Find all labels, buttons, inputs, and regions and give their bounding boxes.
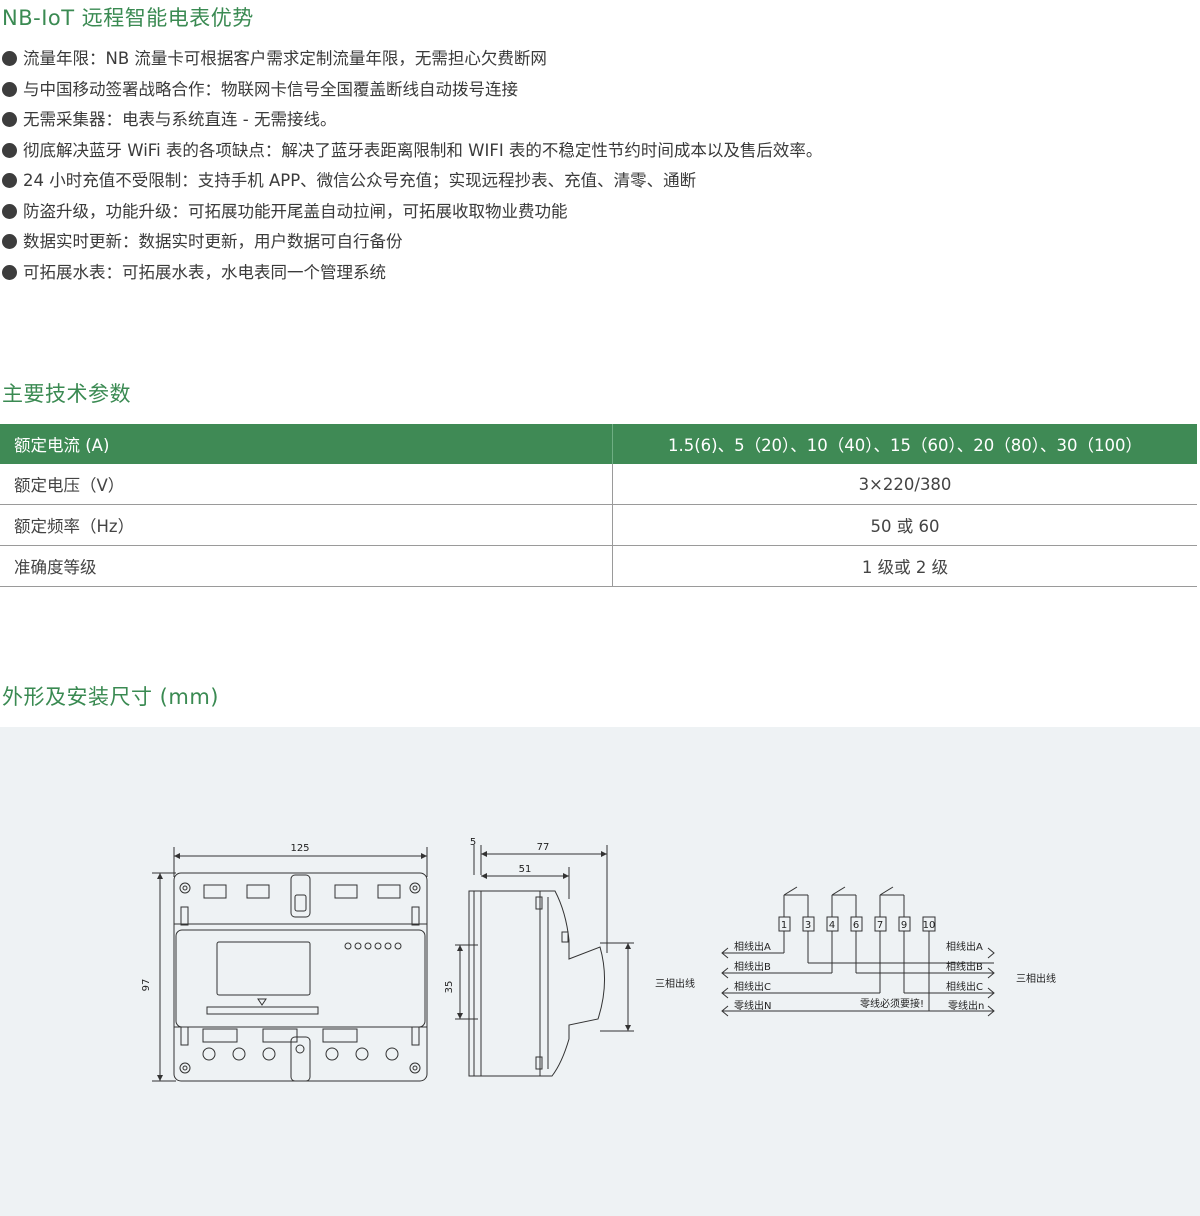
specs-title: 主要技术参数 [2,382,131,406]
side-body-label: 51 [519,864,532,875]
side-view [455,845,634,1077]
terminal-label: 9 [901,920,907,931]
right-line-label: 相线出B [946,960,983,973]
advantage-text: 流量年限：NB 流量卡可根据客户需求定制流量年限，无需担心欠费断网 [23,49,547,68]
bullet-dot-icon [2,51,17,66]
dimensions-title: 外形及安装尺寸 (mm) [2,685,219,709]
front-height-label: 97 [141,979,152,992]
terminal-label: 1 [781,920,787,931]
advantage-text: 无需采集器：电表与系统直连 - 无需接线。 [23,110,337,129]
advantage-text: 彻底解决蓝牙 WiFi 表的各项缺点：解决了蓝牙表距离限制和 WIFI 表的不稳… [23,140,823,160]
right-line-label: 相线出C [946,980,983,993]
advantage-text: 24 小时充值不受限制：支持手机 APP、微信公众号充值；实现远程抄表、充值、清… [23,171,697,190]
side-depth-label: 77 [537,842,550,853]
advantage-text: 数据实时更新：数据实时更新，用户数据可自行备份 [23,232,403,251]
left-line-label: 相线出C [734,980,771,993]
bullet-dot-icon [2,203,17,219]
spec-value: 50 或 60 [612,504,1197,546]
advantage-text: 与中国移动签署战略合作：物联网卡信号全国覆盖断线自动拨号连接 [23,79,518,99]
side-small-label: 5 [470,837,476,848]
terminal-label: 4 [829,920,835,931]
list-item: 无需采集器：电表与系统直连 - 无需接线。 [2,105,822,136]
wiring-diagram [721,886,995,1017]
front-view [152,847,428,1082]
advantages-list: 流量年限：NB 流量卡可根据客户需求定制流量年限，无需担心欠费断网 与中国移动签… [2,44,822,288]
front-width-label: 125 [290,843,309,854]
left-line-label: 零线出N [734,999,771,1012]
list-item: 24 小时充值不受限制：支持手机 APP、微信公众号充值；实现远程抄表、充值、清… [2,166,822,197]
bullet-dot-icon [2,142,17,158]
terminal-label: 3 [805,920,811,931]
advantage-text: 防盗升级，功能升级：可拓展功能开尾盖自动拉闸，可拓展收取物业费功能 [23,201,568,221]
spec-label: 准确度等级 [0,545,613,587]
table-row: 额定电压（V） 3×220/380 [0,464,1197,505]
right-line-label: 相线出A [946,940,983,953]
terminal-label: 7 [877,920,883,931]
bullet-dot-icon [2,81,17,97]
terminal-label: 6 [853,920,859,931]
list-item: 流量年限：NB 流量卡可根据客户需求定制流量年限，无需担心欠费断网 [2,44,822,75]
list-item: 数据实时更新：数据实时更新，用户数据可自行备份 [2,227,822,258]
table-row: 额定电流 (A) 1.5(6)、5（20）、10（40）、15（60）、20（8… [0,424,1197,464]
bullet-dot-icon [2,234,17,249]
bullet-dot-icon [2,112,17,127]
spec-label: 额定频率（Hz） [0,504,613,546]
right-line-label: 零线出n [948,999,984,1012]
bullet-dot-icon [2,264,17,280]
wiring-right-title: 三相出线 [1016,972,1056,985]
neutral-note: 零线必须要接! [860,997,924,1010]
spec-value: 3×220/380 [612,464,1197,505]
left-line-label: 相线出A [734,940,771,953]
spec-label: 额定电压（V） [0,464,613,505]
bullet-dot-icon [2,173,17,188]
table-row: 额定频率（Hz） 50 或 60 [0,504,1197,546]
wiring-left-title: 三相出线 [655,977,695,990]
spec-value: 1 级或 2 级 [612,545,1197,587]
advantages-title: NB-IoT 远程智能电表优势 [2,6,254,30]
drawing-panel: 125 97 [0,727,1200,1216]
spec-label: 额定电流 (A) [0,424,613,464]
advantage-text: 可拓展水表：可拓展水表，水电表同一个管理系统 [23,262,386,282]
dimension-drawing: 125 97 [141,837,1056,1082]
spec-value: 1.5(6)、5（20）、10（40）、15（60）、20（80）、30（100… [612,424,1197,464]
side-rail-label: 35 [444,981,455,994]
list-item: 可拓展水表：可拓展水表，水电表同一个管理系统 [2,258,822,289]
list-item: 与中国移动签署战略合作：物联网卡信号全国覆盖断线自动拨号连接 [2,75,822,106]
list-item: 防盗升级，功能升级：可拓展功能开尾盖自动拉闸，可拓展收取物业费功能 [2,197,822,228]
specs-table: 额定电流 (A) 1.5(6)、5（20）、10（40）、15（60）、20（8… [0,424,1197,587]
table-row: 准确度等级 1 级或 2 级 [0,545,1197,587]
terminal-label: 10 [923,920,936,931]
list-item: 彻底解决蓝牙 WiFi 表的各项缺点：解决了蓝牙表距离限制和 WIFI 表的不稳… [2,136,822,167]
left-line-label: 相线出B [734,960,771,973]
